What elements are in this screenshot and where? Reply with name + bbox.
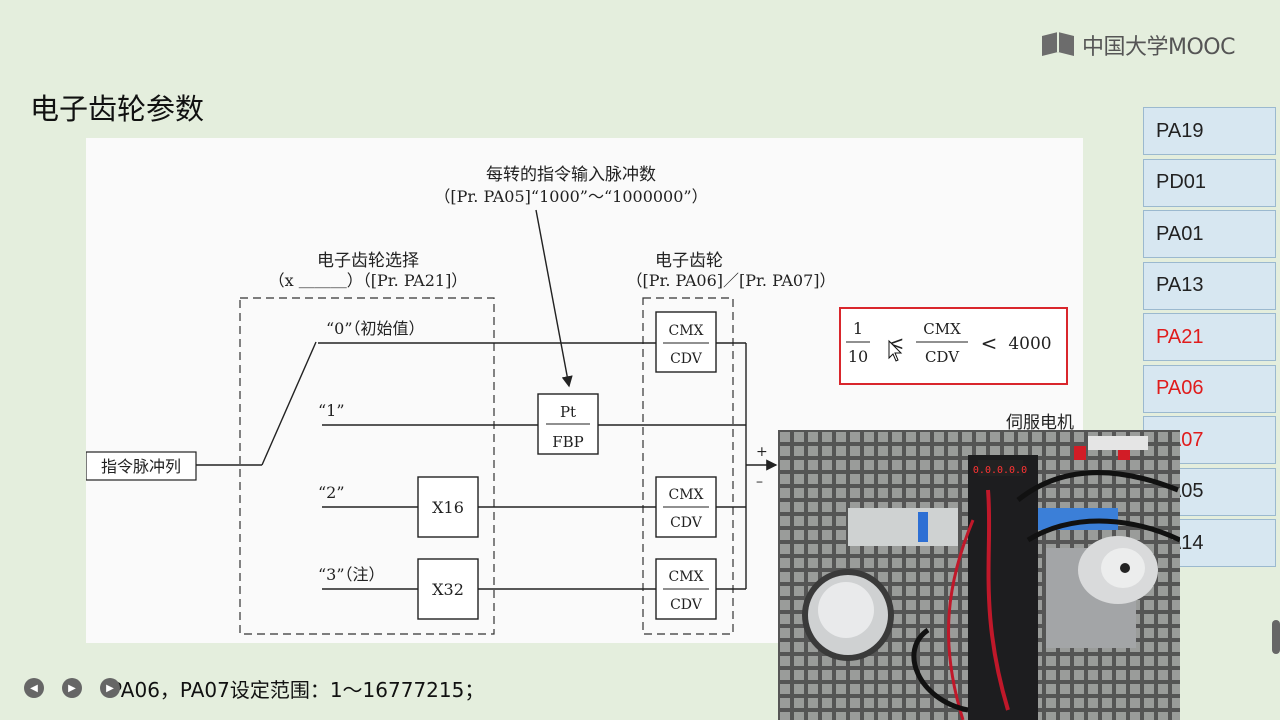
x16-text: X16: [432, 498, 464, 517]
option-2: “2”: [318, 483, 345, 502]
top-arrow: [535, 209, 573, 388]
param-item-pa13: PA13: [1143, 261, 1276, 310]
top-label: 每转的指令输入脉冲数: [486, 165, 656, 185]
select-label: 电子齿轮选择: [317, 251, 419, 271]
formula-box: [839, 307, 1068, 385]
x16-box: [417, 476, 479, 538]
formula-max: 4000: [1008, 334, 1051, 354]
param-item-pa01: PA01: [1143, 210, 1276, 258]
plus-sign: +: [756, 444, 768, 460]
selector-dashed-box: [239, 297, 495, 635]
gear-box-0-cdv: CDV: [670, 351, 703, 367]
chevron-right-icon: ▶: [68, 682, 76, 694]
mooc-logo-text: 中国大学MOOC: [1082, 35, 1235, 60]
gear-box-2-cmx: CMX: [668, 487, 703, 503]
prev-slide-button[interactable]: ◀: [24, 678, 44, 698]
pt-text: Pt: [560, 403, 576, 421]
input-box: [86, 451, 197, 481]
drive-display: [978, 460, 1023, 476]
gear-box-0: [655, 311, 717, 373]
play-icon: ▶: [106, 682, 114, 694]
minus-sign: –: [756, 474, 763, 490]
formula-den: 10: [848, 347, 868, 366]
servo-hardware-photo: 0.0.0.0.0: [778, 430, 1180, 720]
play-button[interactable]: ▶: [100, 678, 120, 698]
range-note: PA06，PA07设定范围：1～16777215；: [110, 678, 485, 702]
fbp-text: FBP: [552, 433, 584, 451]
x32-text: X32: [432, 580, 464, 599]
drive-display-value: 0.0.0.0.0: [973, 465, 1027, 476]
switch-arm: [261, 341, 317, 466]
select-sublabel: （x ＿＿＿）（[Pr. PA21]）: [269, 271, 468, 290]
gear-dashed-box: [642, 297, 734, 635]
gear-box-3-cmx: CMX: [668, 569, 703, 585]
param-item-pa21: PA21: [1143, 313, 1276, 361]
formula-lt-2: <: [981, 331, 998, 355]
mooc-logo-icon: [1042, 32, 1074, 56]
option-1: “1”: [318, 401, 345, 420]
gear-box-0-cmx: CMX: [668, 323, 703, 339]
gear-sublabel: （[Pr. PA06]／[Pr. PA07]）: [626, 271, 835, 290]
formula-cdv: CDV: [925, 348, 960, 366]
gear-label: 电子齿轮: [655, 251, 723, 271]
next-slide-button[interactable]: ▶: [62, 678, 82, 698]
mouse-cursor-icon: [888, 339, 903, 362]
formula-cmx: CMX: [923, 320, 961, 338]
electronic-gear-diagram: 每转的指令输入脉冲数 （[Pr. PA05]“1000”～“1000000”） …: [86, 138, 1083, 643]
gear-box-2-cdv: CDV: [670, 515, 703, 531]
mooc-logo: 中国大学MOOC: [1040, 28, 1235, 62]
top-sublabel: （[Pr. PA05]“1000”～“1000000”）: [434, 187, 707, 206]
formula-num: 1: [853, 319, 863, 338]
param-item-pd01: PD01: [1143, 158, 1276, 207]
param-item-pa06: PA06: [1143, 364, 1276, 413]
option-3: “3”（注）: [318, 565, 385, 584]
motor-label: 伺服电机: [1006, 413, 1074, 433]
x32-box: [417, 558, 479, 620]
param-item-pa19: PA19: [1143, 107, 1276, 155]
gear-box-3-cdv: CDV: [670, 597, 703, 613]
scrollbar[interactable]: [1272, 620, 1280, 654]
option-0: “0”（初始值）: [326, 319, 425, 338]
chevron-left-icon: ◀: [30, 682, 38, 694]
parameter-list: PA19PD01PA01PA13PA21PA06PA07PA05PA14: [1143, 107, 1276, 571]
slide-title: 电子齿轮参数: [30, 92, 205, 126]
input-label: 指令脉冲列: [101, 457, 181, 476]
